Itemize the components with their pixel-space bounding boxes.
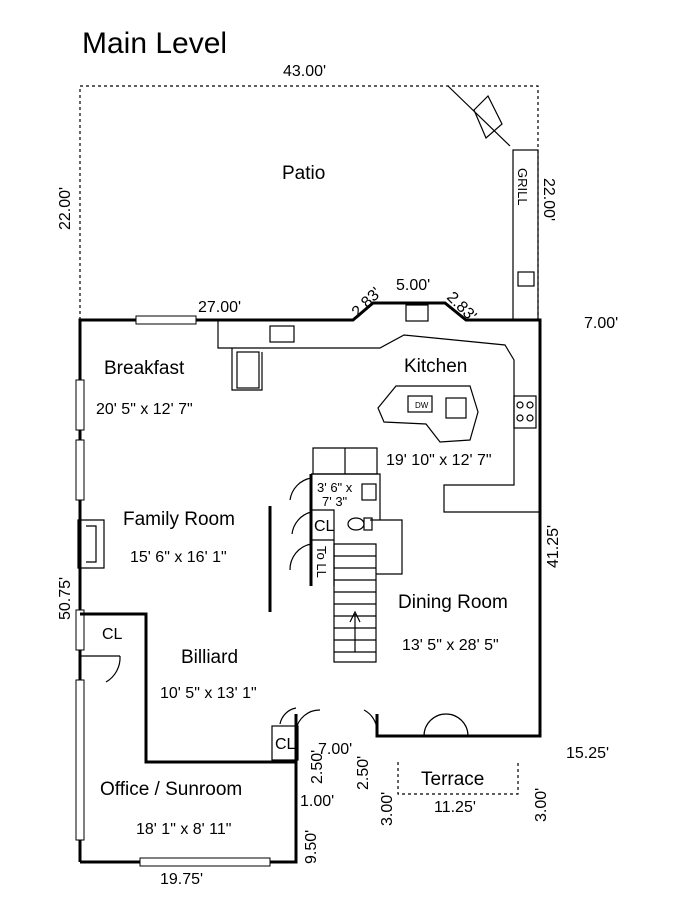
right-side-measure: 41.25' — [545, 525, 562, 568]
rear-right-measure: 7.00' — [584, 315, 618, 332]
patio-label: Patio — [282, 163, 325, 184]
grill-label: GRILL — [515, 168, 530, 206]
billiard-label: Billiard — [181, 647, 238, 668]
kitchen-island — [377, 385, 479, 443]
patio-left-measure: 22.00' — [57, 187, 74, 230]
bath-closet-label: CL — [314, 518, 335, 535]
page-title: Main Level — [82, 27, 227, 60]
half-bath-dims-line1: 3' 6" x — [317, 480, 353, 495]
patio-right-measure: 22.00' — [540, 178, 557, 221]
rear-wall-measure: 27.00' — [198, 299, 241, 316]
offset-measure: 1.00' — [300, 793, 334, 810]
fireplace-icon — [77, 519, 105, 569]
office-dims: 18' 1" x 8' 11" — [136, 821, 231, 838]
stairs-to-lower-label: To LL — [314, 546, 329, 578]
vanity-sink-icon — [361, 483, 377, 501]
bay-sink-icon — [405, 304, 429, 322]
entry-right-measure: 2.50' — [355, 756, 372, 790]
entry-left-measure: 2.50' — [309, 750, 326, 784]
terrace-width-measure: 11.25' — [434, 799, 476, 816]
grill-sink-icon — [517, 271, 535, 287]
entry-closet-label: CL — [275, 736, 296, 753]
patio-table-icon — [473, 94, 503, 139]
kitchen-counters — [217, 304, 540, 513]
stairs — [333, 543, 377, 663]
kitchen-dims: 19' 10" x 12' 7" — [386, 452, 492, 469]
dining-room-label: Dining Room — [398, 592, 508, 613]
billiard-dims: 10' 5" x 13' 1" — [160, 685, 257, 702]
toilet-icon — [347, 517, 365, 531]
family-room-label: Family Room — [123, 509, 235, 530]
terrace-label: Terrace — [421, 769, 484, 790]
half-bath-dims-line2: 7' 3" — [322, 494, 348, 509]
breakfast-label: Breakfast — [104, 358, 185, 379]
billiard-closet-label: CL — [102, 626, 123, 643]
breakfast-dims: 20' 5" x 12' 7" — [96, 401, 193, 418]
kitchen-sink-icon — [269, 325, 295, 343]
office-label: Office / Sunroom — [100, 779, 242, 800]
range-icon — [236, 351, 260, 389]
bay-center-measure: 5.00' — [396, 277, 430, 294]
dishwasher-icon — [407, 395, 433, 413]
front-right-measure: 15.25' — [566, 745, 609, 762]
office-side-measure: 9.50' — [303, 830, 320, 864]
patio-area — [79, 85, 539, 321]
dw-label: DW — [415, 401, 429, 410]
entry-width-measure: 7.00' — [318, 741, 352, 758]
island-sink-icon — [445, 397, 467, 419]
office-width-measure: 19.75' — [160, 871, 203, 888]
dining-room-dims: 13' 5" x 28' 5" — [402, 637, 499, 654]
kitchen-label: Kitchen — [404, 356, 467, 377]
stair-arrow-icon — [349, 610, 361, 652]
exterior-walls — [75, 301, 542, 867]
terrace-left-measure: 3.00' — [379, 792, 396, 826]
left-side-measure: 50.75' — [57, 577, 74, 620]
family-room-dims: 15' 6" x 16' 1" — [130, 549, 227, 566]
interior-walls — [77, 447, 519, 795]
cooktop-icon — [513, 395, 537, 429]
terrace-right-measure: 3.00' — [533, 788, 550, 822]
patio-width-measure: 43.00' — [283, 63, 326, 80]
